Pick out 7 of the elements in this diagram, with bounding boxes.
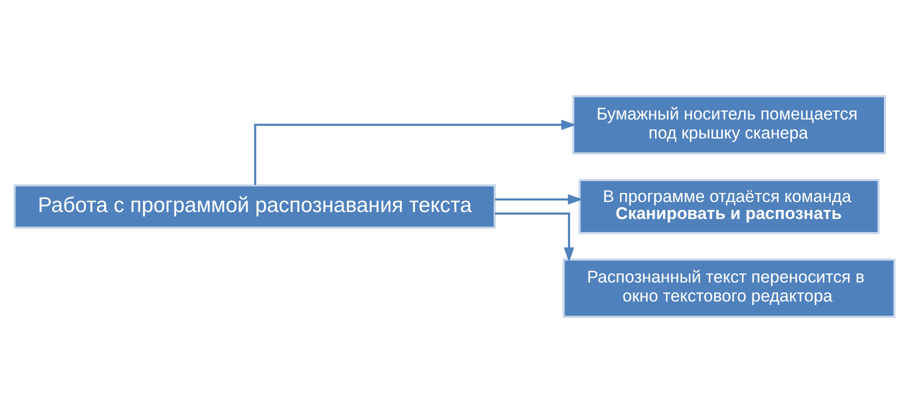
arrow — [494, 212, 574, 262]
arrow — [494, 194, 582, 204]
node-box: Распознанный текст переносится в окно текстового редактора — [562, 258, 896, 318]
arrow — [254, 119, 576, 185]
node-box: В программе отдаётся команда Сканировать и распознать — [578, 178, 880, 234]
node-box: Работа с программой распознавания текста — [12, 184, 496, 228]
node-box: Бумажный носитель помещается под крышку сканера — [572, 94, 886, 154]
